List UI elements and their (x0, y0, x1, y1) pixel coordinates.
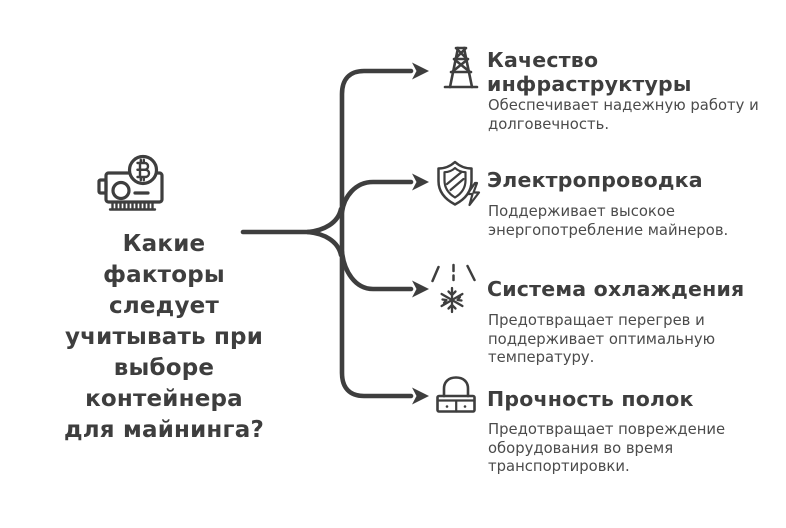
item-3-description: Предотвращает перегрев и поддерживает оп… (488, 312, 716, 367)
item-3-title: Система охлаждения (487, 277, 745, 301)
branch-2 (339, 179, 414, 215)
snowflake-cooling-icon (429, 262, 479, 318)
trunk-line (339, 68, 414, 399)
item-2-title: Электропроводка (487, 168, 703, 192)
stem-fork-down (305, 229, 344, 258)
shield-lightning-icon (433, 159, 483, 209)
item-1-title: Качество инфраструктуры (487, 48, 692, 96)
item-4-title: Прочность полок (487, 387, 694, 411)
power-tower-icon (442, 44, 480, 90)
arrow-icon-4 (412, 387, 429, 405)
arrow-icon-2 (412, 173, 429, 191)
gpu-bitcoin-icon (95, 146, 169, 218)
arrow-icon-3 (412, 280, 429, 298)
item-1-description: Обеспечивает надежную работу и долговечн… (488, 97, 759, 133)
question-title: Какие факторы следует учитывать при выбо… (63, 231, 264, 443)
stem-fork-up (305, 206, 344, 235)
item-4-description: Предотвращает повреждение оборудования в… (488, 421, 726, 476)
arrow-icon-1 (412, 62, 429, 80)
lock-strength-icon (433, 375, 479, 419)
branch-3 (339, 249, 414, 292)
item-2-description: Поддерживает высокое энергопотребление м… (488, 203, 729, 239)
